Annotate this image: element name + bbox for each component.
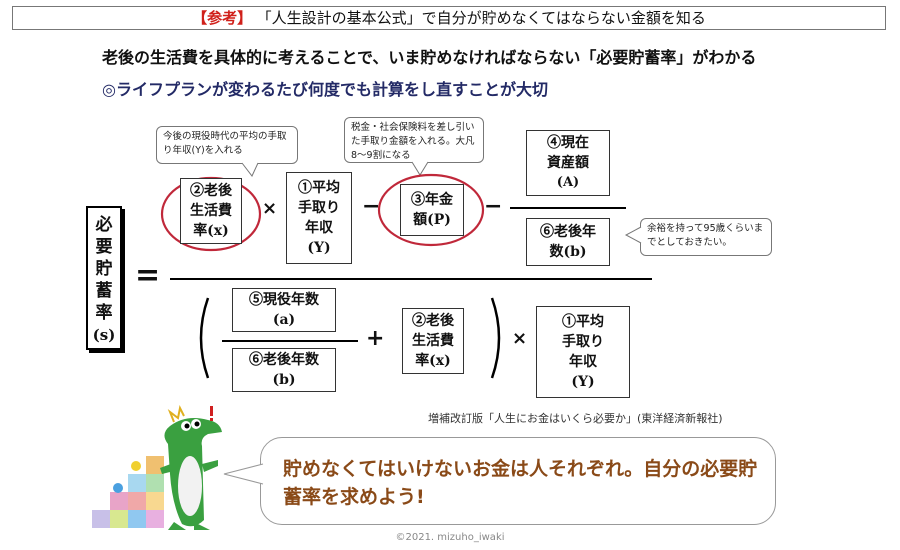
box-text: ④現在	[547, 135, 589, 151]
box-text: 率(x)	[415, 353, 451, 369]
minus-sign-1: −	[362, 194, 381, 219]
box-text: ②老後	[412, 313, 454, 329]
box-text: 手取り	[298, 200, 340, 216]
circle-highlight-p	[377, 173, 485, 247]
num-living-cost-rate-box: ②老後 生活費 率(x)	[180, 178, 242, 244]
box-text: ②老後	[190, 183, 232, 199]
mascot-illustration-icon	[92, 404, 222, 530]
callout-retire-pointer	[624, 226, 642, 244]
callout-pension: 税金・社会保険料を差し引いた手取り金額を入れる。大凡8〜9割になる	[344, 117, 484, 163]
citation: 増補改訂版「人生にお金はいくら必要か」(東洋経済新報社)	[428, 412, 723, 425]
box-text: ①平均	[298, 180, 340, 196]
callout-retire: 余裕を持って95歳くらいまでとしておきたい。	[640, 218, 772, 256]
num-avg-income-box: ①平均 手取り 年収 (Y)	[286, 172, 352, 264]
box-text: 手取り	[562, 334, 604, 350]
box-text: 資産額	[547, 155, 589, 171]
times-sign: ×	[262, 198, 278, 219]
main-fraction-line	[170, 278, 652, 280]
callout-income: 今後の現役時代の平均の手取り年収(Y)を入れる	[156, 126, 298, 164]
result-char: (s)	[92, 326, 116, 344]
inner-fraction-line	[510, 207, 626, 209]
box-text: (b)	[272, 372, 296, 388]
box-text: ⑤現役年数	[249, 292, 319, 308]
right-paren	[490, 297, 501, 379]
box-text: (a)	[272, 312, 296, 328]
plus-sign: +	[366, 326, 385, 351]
copyright: ©2021. mizuho_iwaki	[395, 532, 505, 543]
den-retire-years-box: ⑥老後年数 (b)	[232, 348, 336, 392]
box-text: ③年金	[411, 192, 453, 208]
times-sign-2: ×	[512, 328, 528, 349]
box-text: 生活費	[412, 333, 454, 349]
intro-line-1: 老後の生活費を具体的に考えることで、いま貯めなければならない「必要貯蓄率」がわか…	[102, 48, 757, 67]
box-text: 額(P)	[413, 212, 451, 228]
result-char: 必	[95, 215, 113, 235]
speech-bubble-tail	[223, 463, 264, 485]
result-char: 蓄	[95, 281, 113, 301]
den-living-cost-rate-box: ②老後 生活費 率(x)	[402, 308, 464, 374]
box-text: (A)	[556, 175, 580, 190]
result-char: 率	[95, 303, 113, 323]
box-text: ①平均	[562, 314, 604, 330]
box-text: 数(b)	[549, 244, 587, 260]
result-label-box: 必 要 貯 蓄 率 (s)	[86, 206, 122, 350]
den-work-years-box: ⑤現役年数 (a)	[232, 288, 336, 332]
box-text: (Y)	[307, 240, 331, 256]
speech-bubble-text: 貯めなくてはいけないお金は人それぞれ。自分の必要貯蓄率を求めよう!	[283, 458, 758, 508]
box-text: 生活費	[190, 203, 232, 219]
num-assets-box: ④現在 資産額 (A)	[526, 130, 610, 196]
result-char: 要	[95, 237, 113, 257]
callout-income-pointer	[241, 162, 259, 177]
result-char: 貯	[95, 259, 113, 279]
box-text: 率(x)	[193, 223, 229, 239]
num-pension-box: ③年金 額(P)	[400, 184, 464, 236]
page-header: 【参考】「人生設計の基本公式」で自分が貯めなくてはならない金額を知る	[12, 6, 886, 30]
num-retire-years-box: ⑥老後年 数(b)	[526, 218, 610, 266]
left-paren	[199, 297, 210, 379]
box-text: 年収	[305, 220, 333, 236]
den-avg-income-box: ①平均 手取り 年収 (Y)	[536, 306, 630, 398]
header-tag: 【参考】	[192, 9, 253, 27]
den-inner-fraction-line	[222, 340, 358, 342]
box-text: (Y)	[571, 374, 595, 390]
box-text: 年収	[569, 354, 597, 370]
box-text: ⑥老後年数	[249, 352, 319, 368]
header-title: 「人生設計の基本公式」で自分が貯めなくてはならない金額を知る	[264, 9, 706, 27]
equals-sign: =	[135, 258, 161, 293]
intro-line-2: ◎ライフプランが変わるたび何度でも計算をし直すことが大切	[102, 80, 548, 99]
minus-sign-2: −	[484, 194, 503, 219]
box-text: ⑥老後年	[540, 224, 596, 240]
